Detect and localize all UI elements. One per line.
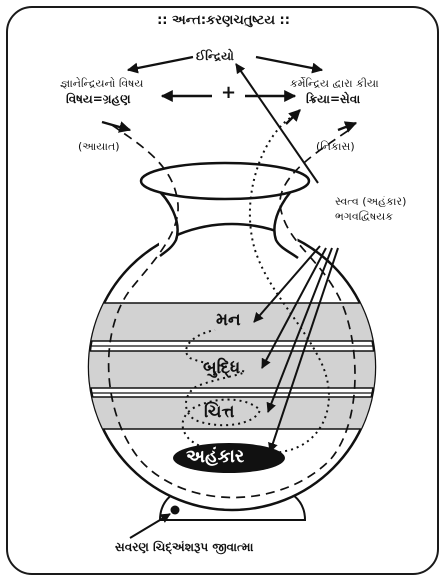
label-nikas: (નિકાસ) <box>316 141 355 152</box>
arrow-jivatma <box>130 514 170 538</box>
label-indriyo: ઈન્દ્રિયો <box>196 50 234 62</box>
label-svatva-line1: સ્વત્વ (અહંકાર) <box>335 196 406 207</box>
plus-sign: + <box>221 84 236 102</box>
caption-jivatma: સવરણ ચિદ્અંશરૂપ જીવાત્મા <box>115 541 253 553</box>
label-karmendriya-line2: ક્રિયા=સેવા <box>306 93 360 105</box>
diagram-title: :: અન્ત:કરણચતુષ્ટય :: <box>0 14 447 27</box>
label-buddhi: બુદ્ધિ <box>203 360 240 377</box>
label-man: મન <box>216 312 241 329</box>
pot-mouth <box>141 163 309 199</box>
label-aayat: (આયાત) <box>78 141 120 152</box>
label-ahankar: અહંકાર <box>186 448 244 466</box>
label-jnanendriya-line2: વિષય=ગ્રહણ <box>66 93 131 105</box>
jivatma-dot <box>171 506 180 515</box>
arrow-nikas <box>338 123 356 130</box>
arrow-indriyo-left <box>128 57 193 70</box>
arrow-inner-exit <box>286 110 300 124</box>
band-chitt <box>80 397 390 429</box>
label-jnanendriya-line1: જ્ઞાનેન્દ્રિયનો વિષય <box>60 78 143 89</box>
label-karmendriya-line1: કર્મેન્દ્રિય દ્વારા કીયા <box>290 78 379 89</box>
label-chitt: ચિત્ત <box>204 404 234 421</box>
arrow-indriyo-right <box>256 57 322 70</box>
label-svatva-line2: ભગવદ્વિષયક <box>335 211 393 222</box>
